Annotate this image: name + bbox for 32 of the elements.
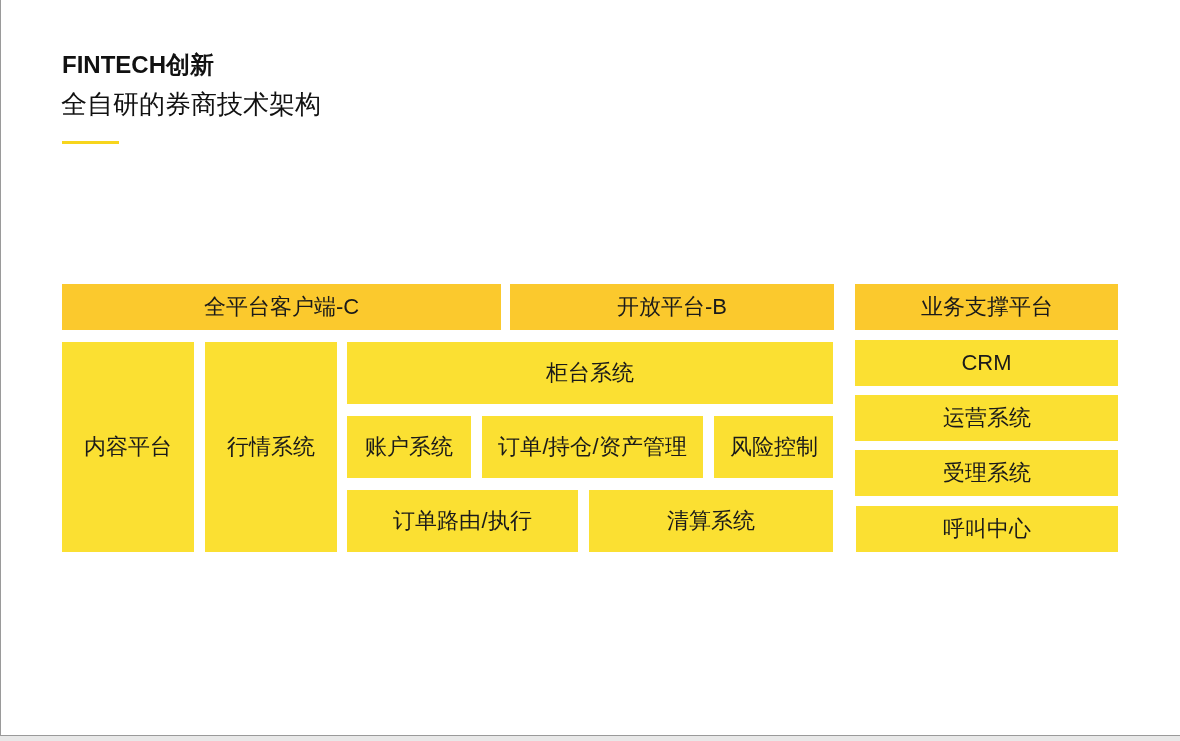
system-box	[62, 342, 194, 552]
box-label: 清算系统	[667, 507, 755, 535]
system-box	[347, 342, 833, 404]
box-label: 内容平台	[84, 433, 172, 461]
system-box	[347, 416, 471, 478]
box-label: CRM	[961, 349, 1012, 377]
system-box	[589, 490, 833, 552]
box-label: 订单路由/执行	[393, 507, 532, 535]
box-label: 账户系统	[365, 433, 453, 461]
box-label: 受理系统	[942, 459, 1031, 487]
system-box	[347, 490, 578, 552]
system-box	[482, 416, 703, 478]
system-box	[855, 340, 1118, 386]
title: FINTECH创新	[62, 50, 214, 80]
system-box	[856, 506, 1118, 552]
box-label: 全平台客户端-C	[203, 293, 360, 321]
layer-header-band	[855, 284, 1118, 330]
system-box	[714, 416, 833, 478]
box-label: 业务支撑平台	[920, 293, 1053, 321]
box-label: 订单/持仓/资产管理	[498, 433, 687, 461]
system-box	[205, 342, 337, 552]
layer-header-band	[62, 284, 501, 330]
box-label: 柜台系统	[546, 359, 634, 387]
system-box	[855, 395, 1118, 441]
system-box	[855, 450, 1118, 496]
box-label: 运营系统	[942, 404, 1031, 432]
subtitle: 全自研的券商技术架构	[61, 88, 321, 121]
box-label: 风险控制	[729, 433, 818, 461]
box-label: 开放平台-B	[617, 293, 727, 321]
layer-header-band	[510, 284, 834, 330]
box-label: 行情系统	[227, 433, 315, 461]
box-label: 呼叫中心	[943, 515, 1031, 543]
